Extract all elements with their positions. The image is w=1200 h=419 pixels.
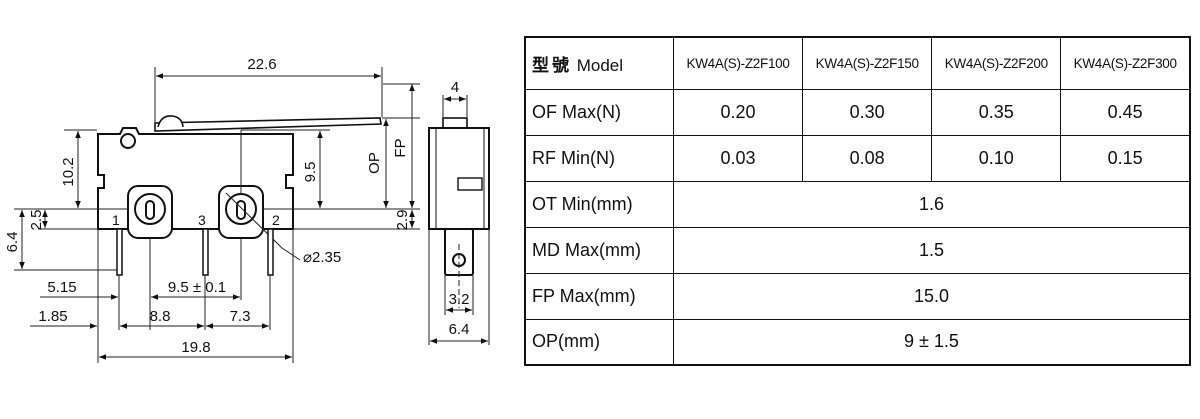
pin-label-1: 1 <box>112 212 120 228</box>
row-label: OP(mm) <box>524 318 674 366</box>
front-view: 1 3 2 <box>97 115 382 276</box>
switch-dimension-drawing: 1 3 2 22.6 10.2 2.5 6.4 9.5 OP FP <box>4 56 490 363</box>
row-label: OF Max(N) <box>524 88 674 136</box>
dim-2-9: 2.9 <box>394 210 411 231</box>
table-header-row: 型號 Model KW4A(S)-Z2F100 KW4A(S)-Z2F150 K… <box>524 36 1191 90</box>
table-row: RF Min(N) 0.03 0.08 0.10 0.15 <box>524 134 1191 182</box>
dim-8-8: 8.8 <box>150 308 171 325</box>
table-cell: 0.08 <box>802 134 933 182</box>
dim-fp: FP <box>392 138 409 157</box>
table-cell: 0.35 <box>931 88 1062 136</box>
side-view <box>428 117 490 308</box>
dim-22-6: 22.6 <box>247 56 276 73</box>
dim-5-15: 5.15 <box>47 279 76 296</box>
table-cell: 0.30 <box>802 88 933 136</box>
front-dimensions: 22.6 10.2 2.5 6.4 9.5 OP FP 2.9 ⌀2.35 <box>4 56 420 363</box>
table-cell: 1.6 <box>673 180 1191 228</box>
row-label: OT Min(mm) <box>524 180 674 228</box>
row-label: MD Max(mm) <box>524 226 674 274</box>
lever-roller <box>157 115 184 128</box>
dim-9-5: 9.5 <box>302 162 319 183</box>
mounting-dot <box>120 133 136 149</box>
terminal-1 <box>116 228 123 276</box>
table-row: OP(mm) 9 ± 1.5 <box>524 318 1191 366</box>
dim-7-3: 7.3 <box>230 308 251 325</box>
dim-10-2: 10.2 <box>60 157 77 186</box>
table-cell: 0.03 <box>672 134 804 182</box>
dim-9-5-tol: 9.5 ± 0.1 <box>168 279 226 296</box>
pin-label-2: 2 <box>272 212 280 228</box>
table-cell: 0.15 <box>1060 134 1191 182</box>
dim-op: OP <box>366 152 383 174</box>
side-plunger <box>442 117 468 129</box>
dim-2-5: 2.5 <box>28 210 45 231</box>
table-cell: 0.10 <box>931 134 1062 182</box>
pin-label-3: 3 <box>198 212 206 228</box>
table-row: FP Max(mm) 15.0 <box>524 272 1191 320</box>
table-cell: 15.0 <box>673 272 1191 320</box>
terminal-2 <box>267 228 274 276</box>
dim-6-4-side: 6.4 <box>449 321 470 338</box>
row-label: FP Max(mm) <box>524 272 674 320</box>
dim-6-4: 6.4 <box>4 232 21 253</box>
model-column-4: KW4A(S)-Z2F300 <box>1060 36 1191 90</box>
table-cell: 1.5 <box>673 226 1191 274</box>
side-dimensions: 4 3.2 6.4 <box>428 79 490 345</box>
row-label: RF Min(N) <box>524 134 674 182</box>
table-cell: 0.45 <box>1060 88 1191 136</box>
table-cell: 0.20 <box>672 88 804 136</box>
terminal-3 <box>202 228 209 276</box>
model-header-cell: 型號 Model <box>524 36 674 90</box>
table-row: OT Min(mm) 1.6 <box>524 180 1191 228</box>
dim-19-8: 19.8 <box>181 339 210 356</box>
table-cell: 9 ± 1.5 <box>673 318 1191 366</box>
dim-4: 4 <box>451 79 459 96</box>
model-column-1: KW4A(S)-Z2F100 <box>672 36 804 90</box>
dim-1-85: 1.85 <box>38 308 67 325</box>
model-column-2: KW4A(S)-Z2F150 <box>802 36 933 90</box>
actuator-lever <box>154 117 382 132</box>
model-header-label: Model <box>576 55 624 75</box>
side-terminal <box>444 228 474 276</box>
model-column-3: KW4A(S)-Z2F200 <box>931 36 1062 90</box>
dim-3-2: 3.2 <box>449 291 470 308</box>
table-row: MD Max(mm) 1.5 <box>524 226 1191 274</box>
table-row: OF Max(N) 0.20 0.30 0.35 0.45 <box>524 88 1191 136</box>
spec-table: 型號 Model KW4A(S)-Z2F100 KW4A(S)-Z2F150 K… <box>524 36 1191 366</box>
model-header-cjk: 型號 <box>532 55 572 75</box>
dim-hole-diameter: ⌀2.35 <box>303 249 341 266</box>
